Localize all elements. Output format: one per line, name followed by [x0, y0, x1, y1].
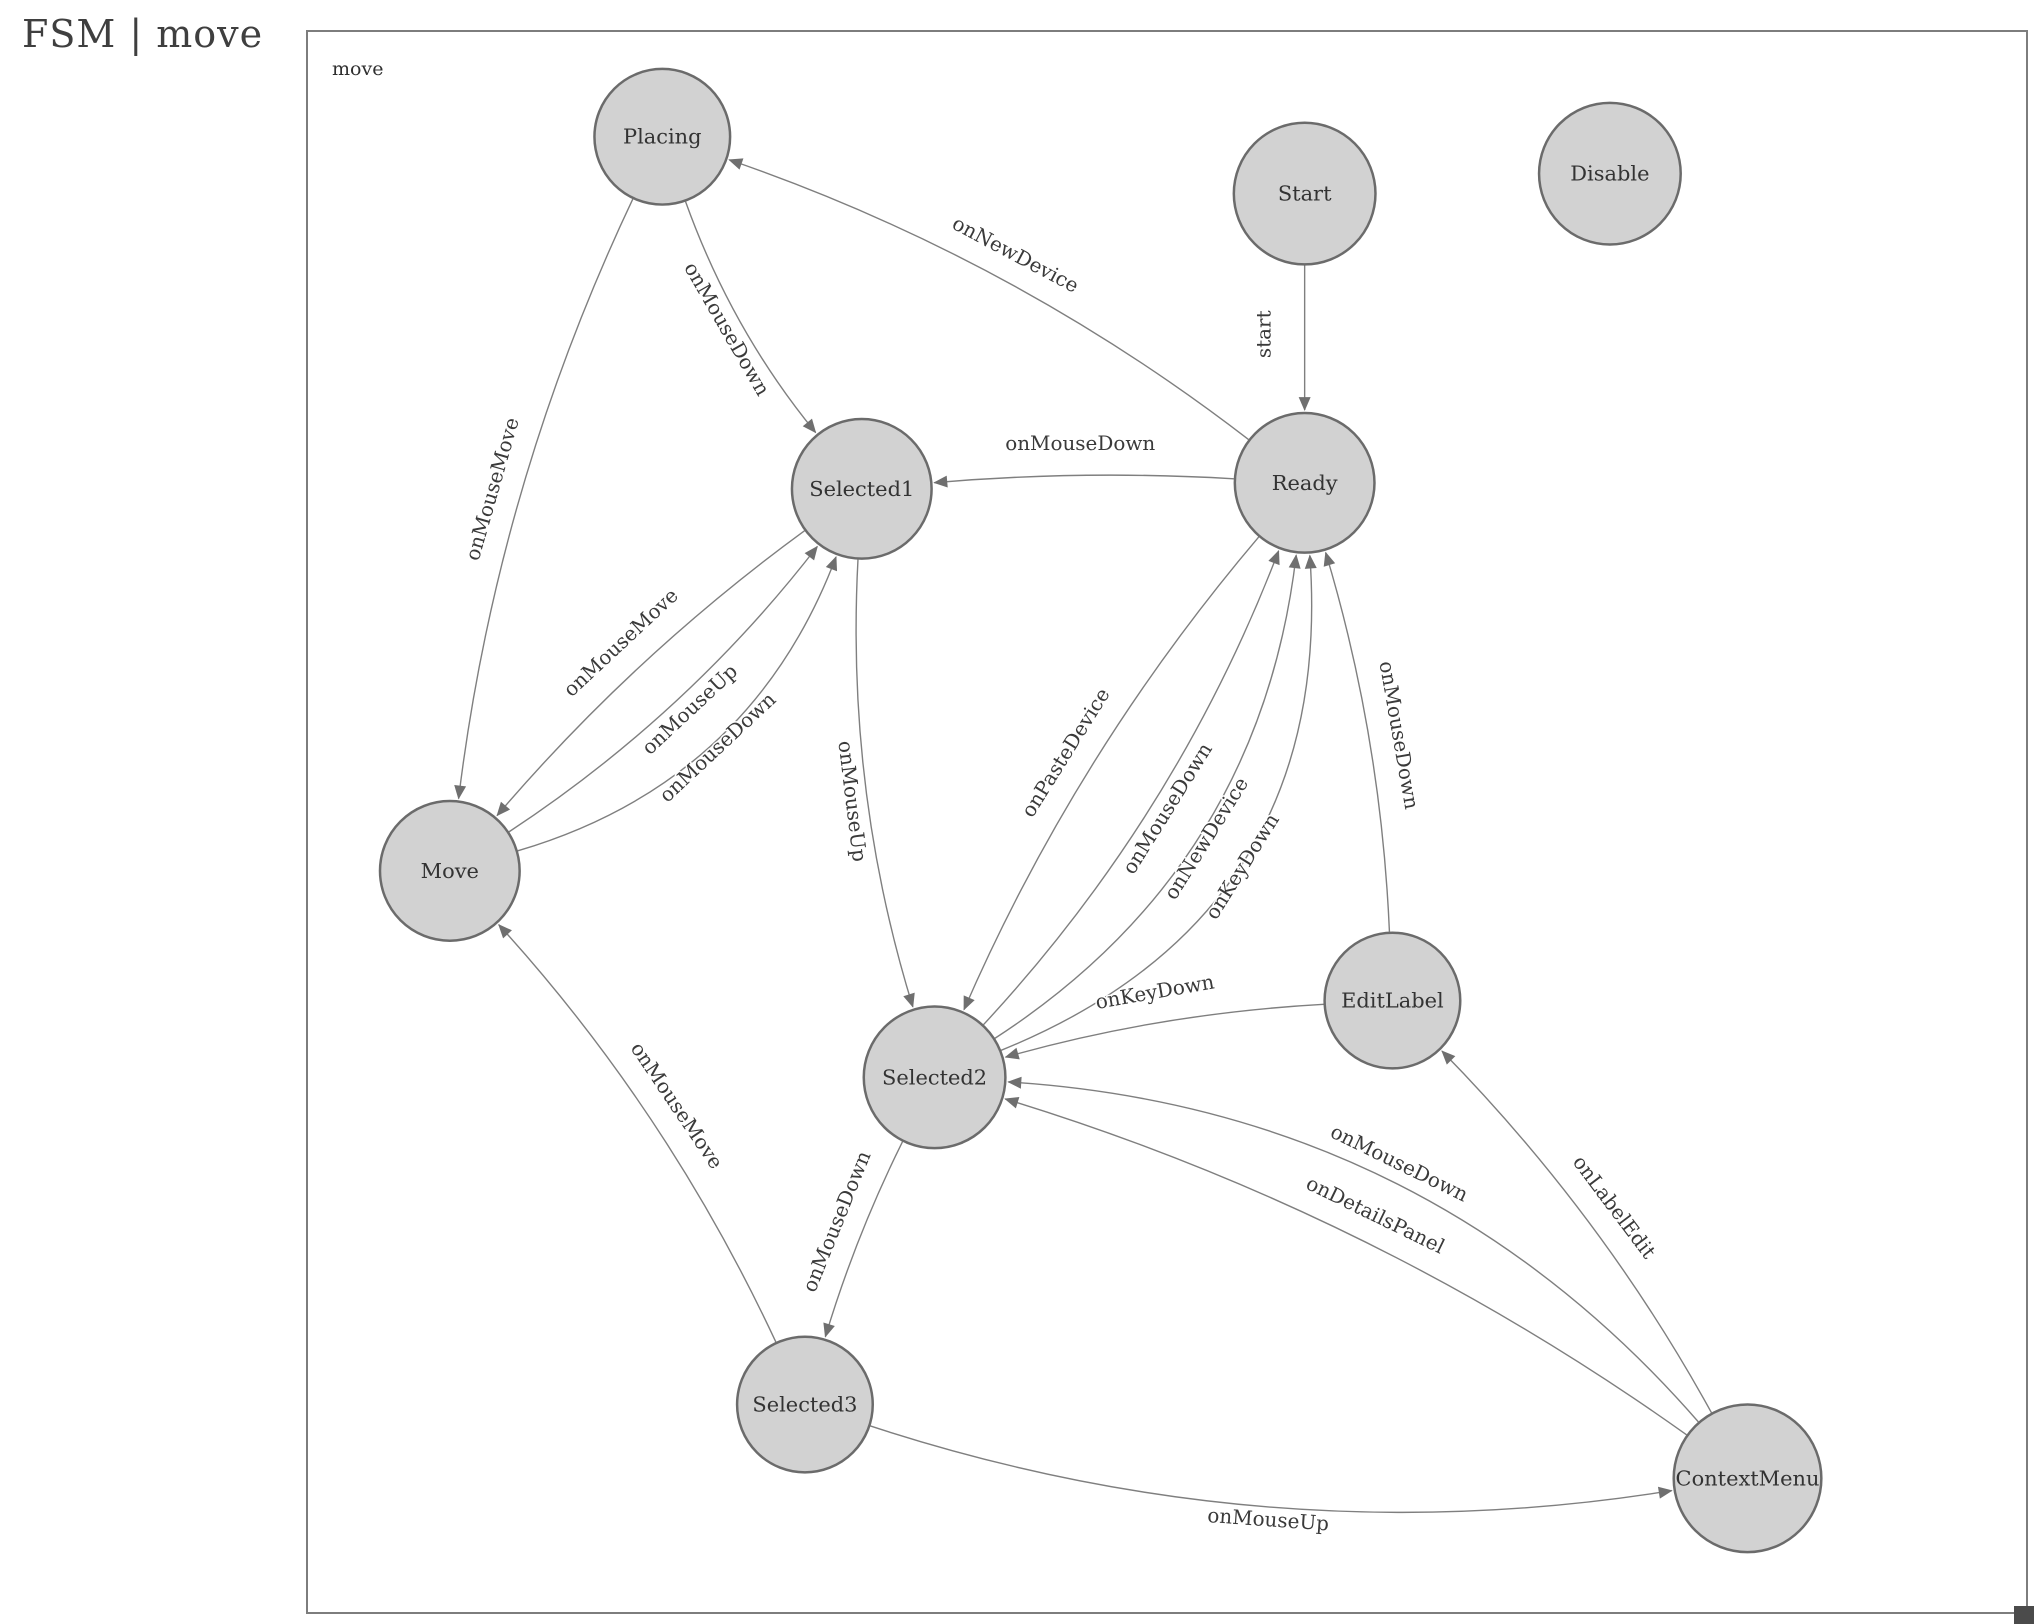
state-circle-move[interactable]	[378, 799, 521, 942]
scroll-corner	[2014, 1606, 2034, 1624]
state-node-selected3: Selected3	[735, 1335, 874, 1474]
transition-placing-move-onMouseMove	[454, 198, 634, 800]
transition-label: onMouseMove	[460, 415, 524, 564]
state-node-start: Start	[1232, 121, 1377, 266]
page-title: FSM | move	[22, 12, 264, 56]
transition-label: start	[1252, 310, 1276, 358]
state-circle-ready[interactable]	[1233, 411, 1376, 554]
transition-ready-selected2-onPasteDevice	[963, 536, 1260, 1011]
state-node-disable: Disable	[1537, 101, 1682, 246]
transition-editlabel-selected2-onKeyDown	[1004, 1003, 1324, 1060]
transition-ready-placing-onNewDevice	[728, 158, 1250, 441]
state-circle-start[interactable]	[1232, 121, 1377, 266]
transition-label: onMouseDown	[679, 258, 775, 400]
state-node-placing: Placing	[593, 67, 732, 206]
state-circle-contextmenu[interactable]	[1672, 1403, 1823, 1554]
transition-selected3-contextmenu-onMouseUp	[870, 1425, 1673, 1514]
transition-label: onMouseUp	[1207, 1503, 1330, 1535]
transition-label: onLabelEdit	[1568, 1151, 1661, 1263]
state-circle-disable[interactable]	[1537, 101, 1682, 246]
transition-move-selected1-onMouseUp	[508, 545, 818, 833]
transition-contextmenu-selected2-onMouseDown	[1007, 1076, 1699, 1423]
transition-label: onMouseDown	[654, 687, 780, 807]
state-circle-placing[interactable]	[593, 67, 732, 206]
state-circle-selected1[interactable]	[790, 417, 933, 560]
transition-placing-selected1-onMouseDown	[684, 201, 817, 434]
transition-selected2-ready-onNewDevice	[994, 554, 1301, 1039]
state-circle-selected3[interactable]	[735, 1335, 874, 1474]
diagram-mode-label: move	[332, 58, 384, 80]
transition-label: onMouseDown	[1005, 431, 1155, 455]
transition-selected1-selected2-onMouseUp	[855, 559, 915, 1008]
state-node-selected2: Selected2	[862, 1005, 1007, 1150]
transition-editlabel-ready-onMouseDown	[1323, 551, 1391, 932]
transition-contextmenu-selected2-onDetailsPanel	[1004, 1096, 1687, 1436]
transition-contextmenu-editlabel-onLabelEdit	[1441, 1050, 1713, 1414]
transition-label: onMouseDown	[1374, 659, 1424, 811]
transition-ready-selected1-onMouseDown	[933, 474, 1234, 488]
state-circle-editlabel[interactable]	[1323, 931, 1462, 1070]
transition-label: onMouseDown	[797, 1147, 876, 1295]
transition-selected3-move-onMouseMove	[498, 924, 777, 1343]
state-node-contextmenu: ContextMenu	[1672, 1403, 1823, 1554]
transition-move-selected1-onMouseDown	[517, 556, 838, 852]
transition-selected2-selected3-onMouseDown	[823, 1141, 904, 1338]
transition-label: onKeyDown	[1094, 969, 1217, 1014]
transition-selected2-ready-onKeyDown	[1000, 554, 1317, 1051]
transition-label: onMouseMove	[558, 583, 682, 701]
state-node-selected1: Selected1	[790, 417, 933, 560]
state-node-ready: Ready	[1233, 411, 1376, 554]
state-circle-selected2[interactable]	[862, 1005, 1007, 1150]
state-node-editlabel: EditLabel	[1323, 931, 1462, 1070]
transition-selected1-move-onMouseMove	[496, 530, 806, 817]
state-node-move: Move	[378, 799, 521, 942]
transition-label: onNewDevice	[948, 211, 1082, 298]
transition-label: onMouseUp	[833, 739, 872, 863]
transition-selected2-ready-onMouseDown	[982, 549, 1280, 1026]
